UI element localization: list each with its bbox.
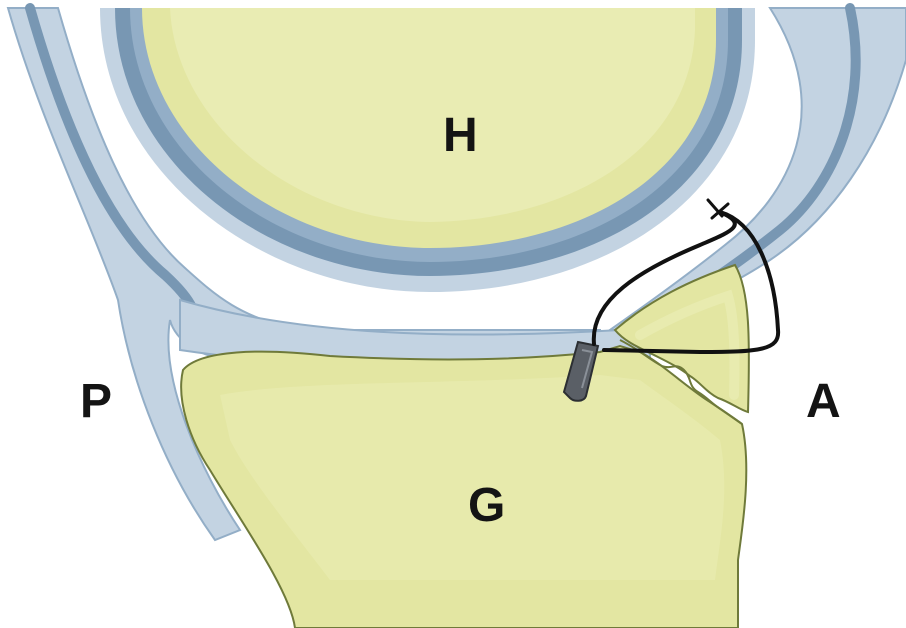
glenoid-label: G: [468, 482, 505, 530]
glenoid-bone: [181, 346, 746, 628]
humerus-label: H: [443, 112, 478, 160]
humeral-head: [100, 8, 755, 292]
anterior-label: A: [806, 378, 841, 426]
posterior-label: P: [80, 378, 112, 426]
